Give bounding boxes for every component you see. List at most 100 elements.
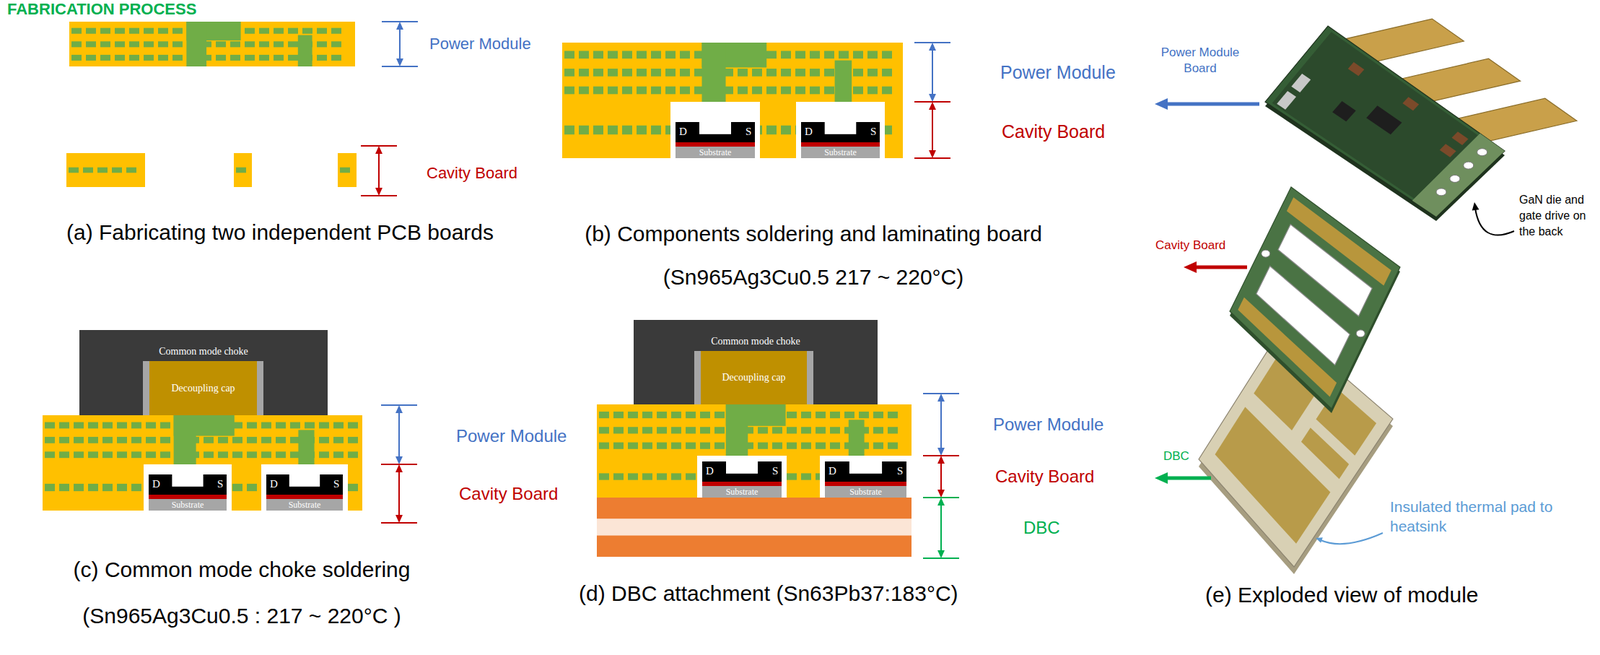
copper-trace: [772, 442, 783, 449]
arrow-head: [1154, 98, 1168, 110]
copper-trace: [102, 422, 113, 429]
pcb-layer: [233, 152, 252, 187]
panel-caption: (d) DBC attachment (Sn63Pb37:183°C): [578, 580, 959, 607]
copper-trace: [232, 451, 243, 458]
copper-trace: [230, 41, 241, 47]
copper-trace: [824, 50, 835, 59]
copper-trace: [607, 68, 618, 77]
copper-trace: [85, 28, 96, 34]
dimension-arrow: [923, 393, 960, 456]
copper-trace: [622, 125, 633, 135]
terminal-label: S: [772, 464, 778, 478]
copper-trace: [679, 86, 690, 95]
copper-trace: [795, 50, 806, 59]
copper-trace: [246, 483, 257, 491]
copper-trace: [578, 50, 589, 59]
cavity-board: [42, 464, 363, 511]
copper-trace: [114, 28, 125, 34]
copper-trace: [259, 41, 270, 47]
copper-trace: [613, 472, 624, 480]
copper-trace: [607, 125, 618, 135]
pointer-arrow: [1163, 476, 1212, 480]
pcb-core: [702, 42, 727, 102]
copper-trace: [44, 451, 55, 458]
cavity-board: [596, 455, 912, 498]
copper-trace: [824, 86, 835, 95]
layer-label: Power Module: [1000, 62, 1116, 83]
copper-trace: [244, 54, 255, 61]
copper-trace: [671, 426, 682, 434]
panel-b: [562, 42, 951, 159]
mounting-hole: [1449, 174, 1460, 182]
arrow-head: [937, 549, 945, 558]
copper-trace: [757, 426, 768, 434]
node-label: Decoupling cap: [171, 382, 235, 395]
die-window: [289, 474, 320, 487]
dimension-arrow: [381, 404, 418, 465]
arrow-head: [937, 447, 945, 456]
copper-trace: [881, 86, 893, 95]
gan-die: [801, 121, 880, 143]
dimension-arrow: [914, 101, 951, 159]
copper-trace: [593, 68, 604, 77]
dimension-tick: [381, 404, 418, 406]
copper-trace: [246, 451, 257, 458]
copper-trace: [215, 54, 226, 61]
substrate-layer: Substrate: [824, 485, 907, 498]
dimension-line: [931, 48, 934, 96]
copper-trace: [824, 68, 835, 77]
copper-trace: [131, 422, 142, 429]
copper-trace: [85, 41, 96, 47]
copper-trace: [59, 483, 70, 491]
copper-trace: [172, 54, 183, 61]
copper-trace: [656, 472, 667, 480]
mounting-hole: [1477, 148, 1488, 156]
copper-trace: [339, 167, 351, 174]
dimension-arrow: [381, 21, 418, 67]
layer-label: Power Module: [993, 414, 1104, 435]
controller-ic: [1366, 105, 1402, 135]
dimension-line: [398, 410, 400, 459]
arrow-head: [937, 497, 945, 506]
copper-trace: [273, 54, 284, 61]
dimension-tick: [923, 454, 960, 457]
cavity-cutout: [1256, 266, 1351, 366]
arrow-head: [928, 101, 937, 110]
copper-trace: [114, 41, 125, 47]
arrow-head: [937, 489, 945, 498]
copper-trace: [316, 41, 327, 47]
copper-trace: [259, 28, 270, 34]
copper-trace: [131, 436, 142, 444]
copper-trace: [275, 436, 286, 444]
pcb-core: [848, 419, 865, 456]
arrow-head: [937, 393, 945, 402]
panel-a: [66, 21, 418, 196]
pin-header: [1276, 90, 1297, 110]
dimension-line: [931, 107, 934, 153]
terminal-label: D: [804, 125, 813, 138]
copper-trace: [261, 436, 272, 444]
dimension-tick: [914, 101, 951, 103]
copper-trace: [88, 436, 99, 444]
copper-trace: [44, 483, 55, 491]
copper-trace: [318, 436, 330, 444]
copper-trace: [73, 451, 84, 458]
copper-trace: [636, 50, 647, 59]
cavity-board-piece: [66, 152, 146, 187]
copper-trace: [235, 167, 247, 174]
copper-trace: [318, 422, 330, 429]
substrate-layer: Substrate: [148, 498, 227, 511]
copper-trace: [766, 50, 777, 59]
substrate-layer: Substrate: [801, 146, 880, 159]
copper-trace: [685, 442, 696, 449]
copper-trace: [599, 442, 610, 449]
copper-trace: [829, 426, 841, 434]
mounting-hole: [1356, 329, 1365, 338]
copper-trace: [160, 436, 171, 444]
cavity: [670, 101, 760, 159]
copper-trace: [700, 442, 711, 449]
copper-trace: [599, 426, 610, 434]
copper-trace: [73, 422, 84, 429]
common-mode-choke: Common mode chokeDecoupling cap: [79, 329, 328, 415]
copper-trace: [102, 436, 113, 444]
